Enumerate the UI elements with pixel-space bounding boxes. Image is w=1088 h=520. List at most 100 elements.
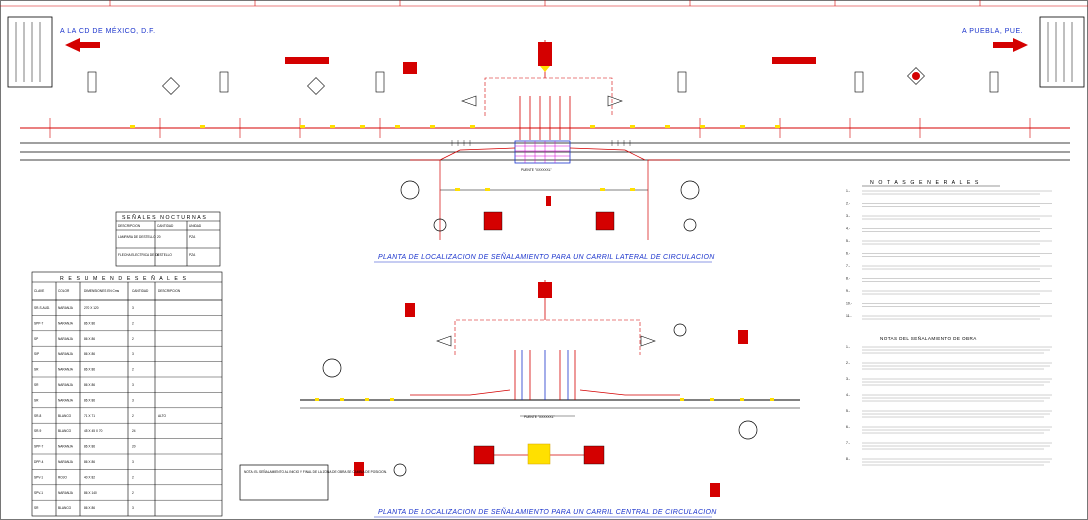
resumen-cell: SR — [34, 398, 39, 402]
notas-obra-list: 1.- 2.- 3.- 4.- 5.- 6.- 7.- 8.- — [846, 345, 1052, 466]
resumen-cell: 2 — [132, 414, 134, 418]
diamond-signs — [162, 67, 925, 95]
plan-title-central: PLANTA DE LOCALIZACION DE SEÑALAMIENTO P… — [378, 507, 717, 516]
nocturnas-cell: 6 — [157, 253, 159, 257]
nocturnas-cell: PZA — [189, 235, 196, 239]
top-ruler — [0, 0, 1088, 7]
nota-general-item: 9.- — [846, 289, 850, 293]
resumen-cell: BLANCO — [58, 429, 72, 433]
resumen-cell: 40 X 82 — [84, 475, 95, 479]
nota-obra-item: 3.- — [846, 377, 850, 381]
nota-obra-item: 7.- — [846, 441, 850, 445]
plan-lateral: PUENTE "XXXXXXL" — [20, 40, 1070, 240]
table-nocturnas — [115, 211, 221, 267]
resumen-cell: ROJO — [58, 475, 67, 479]
resumen-cell: NARANJA — [58, 306, 74, 310]
resumen-cell: SIP — [34, 352, 39, 356]
resumen-cell: 3 — [132, 383, 134, 387]
resumen-header: COLOR — [58, 289, 70, 293]
resumen-cell: SR-9 — [34, 429, 41, 433]
resumen-cell: NARANJA — [58, 460, 74, 464]
resumen-cell: 270 X 120 — [84, 306, 99, 310]
resumen-header: CANTIDAD — [132, 289, 149, 293]
resumen-cell: 2 — [132, 475, 134, 479]
resumen-title: R E S U M E N D E S E Ñ A L E S — [60, 275, 188, 282]
notas-generales-list: 1.-2.-3.-4.-5.-6.-7.-8.-9.-10.-11.- — [846, 189, 1052, 320]
plan-title-lateral: PLANTA DE LOCALIZACION DE SEÑALAMIENTO P… — [378, 252, 715, 261]
box-note: NOTA: EL SEÑALAMIENTO AL INICIO Y FINAL … — [244, 469, 387, 474]
resumen-cell: 45 X 45 X 70 — [84, 429, 103, 433]
resumen-cell: 71 X 71 — [84, 414, 95, 418]
direction-right: A PUEBLA, PUE. — [962, 28, 1028, 52]
nota-obra-item: 2.- — [846, 361, 850, 365]
resumen-cell: SR — [34, 506, 39, 510]
nota-general-item: 11.- — [846, 314, 852, 318]
resumen-cell: SR-S.AUD. — [34, 306, 50, 310]
resumen-cell: 3 — [132, 352, 134, 356]
resumen-cell: 2 — [132, 368, 134, 372]
resumen-cell: 2 — [132, 491, 134, 495]
bridge-label-bottom: PUENTE "XXXXXXL" — [524, 415, 555, 419]
resumen-header: CLAVE — [34, 289, 44, 293]
box-note-frame — [239, 464, 329, 501]
nota-general-item: 5.- — [846, 239, 850, 243]
resumen-cell: SPV-1 — [34, 491, 43, 495]
resumen-cell: 86 X 86 — [84, 445, 95, 449]
resumen-cell: SR-8 — [34, 414, 41, 418]
resumen-cell: SPV-1 — [34, 475, 43, 479]
nota-general-item: 6.- — [846, 252, 850, 256]
resumen-cell: 86 X 140 — [84, 491, 97, 495]
resumen-cell: 86 X 86 — [84, 506, 95, 510]
direction-left: A LA CD DE MÉXICO, D.F. — [60, 26, 156, 52]
resumen-cell: SPP-7 — [34, 321, 43, 325]
resumen-cell: 86 X 86 — [84, 352, 95, 356]
plan-central: PUENTE "XXXXXXL" — [300, 280, 800, 497]
resumen-cell: NARANJA — [58, 368, 74, 372]
overhead-sign-top — [538, 42, 552, 66]
resumen-cell: ALTO — [158, 414, 167, 418]
nocturnas-cell: PZA — [189, 253, 196, 257]
resumen-cell: 2 — [132, 337, 134, 341]
arrow-right-icon — [993, 38, 1028, 52]
resumen-cell: NARANJA — [58, 321, 74, 325]
top-red-banners — [285, 57, 816, 74]
nota-obra-item: 5.- — [846, 409, 850, 413]
notas-obra-title: NOTAS DEL SEÑALAMIENTO DE OBRA — [880, 335, 977, 341]
resumen-cell: SPP-7 — [34, 445, 43, 449]
resumen-cell: 2 — [132, 321, 134, 325]
notas-generales-title: N O T A S G E N E R A L E S — [870, 180, 980, 186]
resumen-cell: 86 X 86 — [84, 460, 95, 464]
nocturnas-cell: FLECHA ELECTRICA DE DESTELLO — [118, 253, 172, 257]
nota-obra-item: 8.- — [846, 457, 850, 461]
direction-right-label: A PUEBLA, PUE. — [962, 28, 1023, 35]
bridge-label-top: PUENTE "XXXXXXL" — [521, 168, 552, 172]
resumen-cell: 20 — [132, 445, 136, 449]
nota-general-item: 1.- — [846, 189, 850, 193]
resumen-cell: BLANCO — [58, 414, 72, 418]
resumen-cell: NARANJA — [58, 383, 74, 387]
end-sign-left — [7, 16, 53, 88]
nocturnas-cell: 20 — [157, 235, 161, 239]
nota-general-item: 8.- — [846, 277, 850, 281]
nota-general-item: 3.- — [846, 214, 850, 218]
resumen-cell: DPP-4 — [34, 460, 44, 464]
resumen-cell: 86 X 86 — [84, 368, 95, 372]
nocturnas-header: CANTIDAD — [157, 224, 174, 228]
resumen-cell: SR — [34, 383, 39, 387]
resumen-cell: NARANJA — [58, 445, 74, 449]
resumen-cell: 86 X 86 — [84, 337, 95, 341]
resumen-cell: 86 X 86 — [84, 321, 95, 325]
nota-obra-item: 1.- — [846, 345, 850, 349]
resumen-cell: 86 X 86 — [84, 383, 95, 387]
end-sign-right — [1039, 16, 1085, 88]
nota-obra-item: 4.- — [846, 393, 850, 397]
arrow-left-icon — [65, 38, 100, 52]
nocturnas-header: DESCRIPCION — [118, 224, 141, 228]
nocturnas-header: UNIDAD — [189, 224, 202, 228]
resumen-cell: 3 — [132, 506, 134, 510]
direction-left-label: A LA CD DE MÉXICO, D.F. — [60, 26, 156, 35]
nota-obra-item: 6.- — [846, 425, 850, 429]
nota-general-item: 2.- — [846, 202, 850, 206]
